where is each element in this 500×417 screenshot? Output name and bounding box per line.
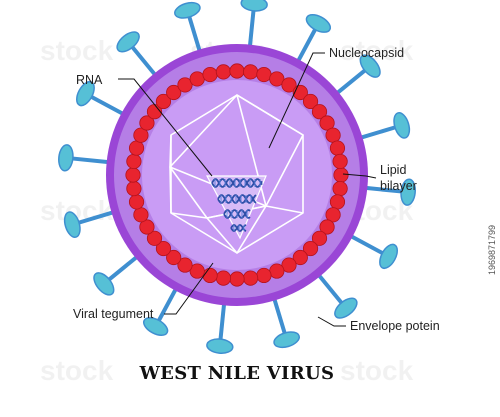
lipid-bead <box>128 194 145 210</box>
lipid-bead <box>166 249 182 266</box>
lipid-bead <box>126 180 142 197</box>
lipid-bead <box>329 194 346 210</box>
rna-helix <box>206 175 267 240</box>
lipid-bead <box>133 207 149 223</box>
lipid-bead <box>229 271 245 287</box>
envelope-protein-spike <box>316 272 358 319</box>
envelope-protein-spike <box>174 1 202 54</box>
label-viral-tegument: Viral tegument <box>73 307 154 321</box>
lipid-bead <box>177 257 193 273</box>
lipid-bead <box>302 93 319 110</box>
lipid-bead <box>155 240 172 257</box>
lipid-bead <box>311 230 328 246</box>
envelope-protein-spike <box>295 13 332 64</box>
envelope-protein-spike <box>93 254 140 296</box>
envelope-protein-spike <box>58 144 110 172</box>
lipid-bead <box>256 267 272 284</box>
lipid-bead <box>319 115 335 131</box>
lipid-bead <box>269 263 285 279</box>
label-lipid-line2: bilayer <box>380 179 417 193</box>
envelope-protein-spike <box>75 80 126 117</box>
envelope-protein-spike <box>334 54 381 96</box>
lipid-bead <box>242 64 259 80</box>
envelope-protein-spike <box>272 296 300 349</box>
envelope-protein-spike <box>348 233 399 270</box>
envelope-spikes <box>58 0 416 354</box>
lipid-bead <box>332 180 348 197</box>
lipid-bead <box>319 219 335 235</box>
lipid-bead <box>215 64 232 80</box>
lipid-bead <box>166 84 182 101</box>
lipid-bead <box>139 115 155 131</box>
lipid-bead <box>139 219 155 235</box>
lipid-bead <box>215 270 232 286</box>
svg-text:stock: stock <box>340 355 414 386</box>
lipid-bead <box>325 207 341 223</box>
lipid-bead <box>202 267 218 284</box>
envelope-protein-spike <box>358 112 411 140</box>
envelope-protein-spike <box>364 178 416 206</box>
label-lipid-line1: Lipid <box>380 163 406 177</box>
envelope-protein-spike <box>240 0 268 48</box>
lipid-bead <box>292 249 308 266</box>
lipid-bead <box>325 127 341 143</box>
rna-strand <box>217 194 257 204</box>
lipid-bead <box>333 167 349 183</box>
lipid-bead <box>281 77 297 93</box>
lipid-bead <box>311 104 328 120</box>
lipid-bead <box>202 66 218 83</box>
envelope-protein-spike <box>142 286 179 337</box>
label-nucleocapsid: Nucleocapsid <box>329 46 404 60</box>
stock-id: 1969871799 <box>487 225 497 275</box>
lipid-bead <box>269 71 285 87</box>
lipid-bead <box>155 93 172 110</box>
svg-text:stock: stock <box>40 35 114 66</box>
nucleocapsid-core <box>142 80 332 270</box>
envelope-protein-spike <box>116 31 158 78</box>
lipid-bead <box>126 153 142 170</box>
lipid-bead <box>256 66 272 83</box>
lipid-bead <box>189 71 205 87</box>
envelope-protein-spike <box>63 210 116 238</box>
lipid-bead <box>128 140 145 156</box>
rna-region <box>206 175 267 240</box>
leader-lines <box>118 52 377 327</box>
lipid-bead <box>133 127 149 143</box>
lipid-bead <box>332 153 348 170</box>
lipid-bilayer <box>125 63 349 287</box>
label-envelope-protein: Envelope potein <box>350 319 440 333</box>
lipid-bead <box>229 63 245 79</box>
lipid-bead <box>329 140 346 156</box>
lipid-bead <box>177 77 193 93</box>
label-rna: RNA <box>76 73 103 87</box>
rna-strand <box>217 194 257 204</box>
lipid-bead <box>281 257 297 273</box>
lipid-bead <box>302 240 319 257</box>
diagram-title: WEST NILE VIRUS <box>139 363 335 384</box>
lipid-bead <box>146 230 163 246</box>
lipid-bead <box>242 270 259 286</box>
lipid-bead <box>125 167 141 183</box>
envelope-protein-spike <box>206 302 234 354</box>
svg-text:stock: stock <box>340 35 414 66</box>
lipid-bead <box>189 263 205 279</box>
svg-text:stock: stock <box>40 355 114 386</box>
